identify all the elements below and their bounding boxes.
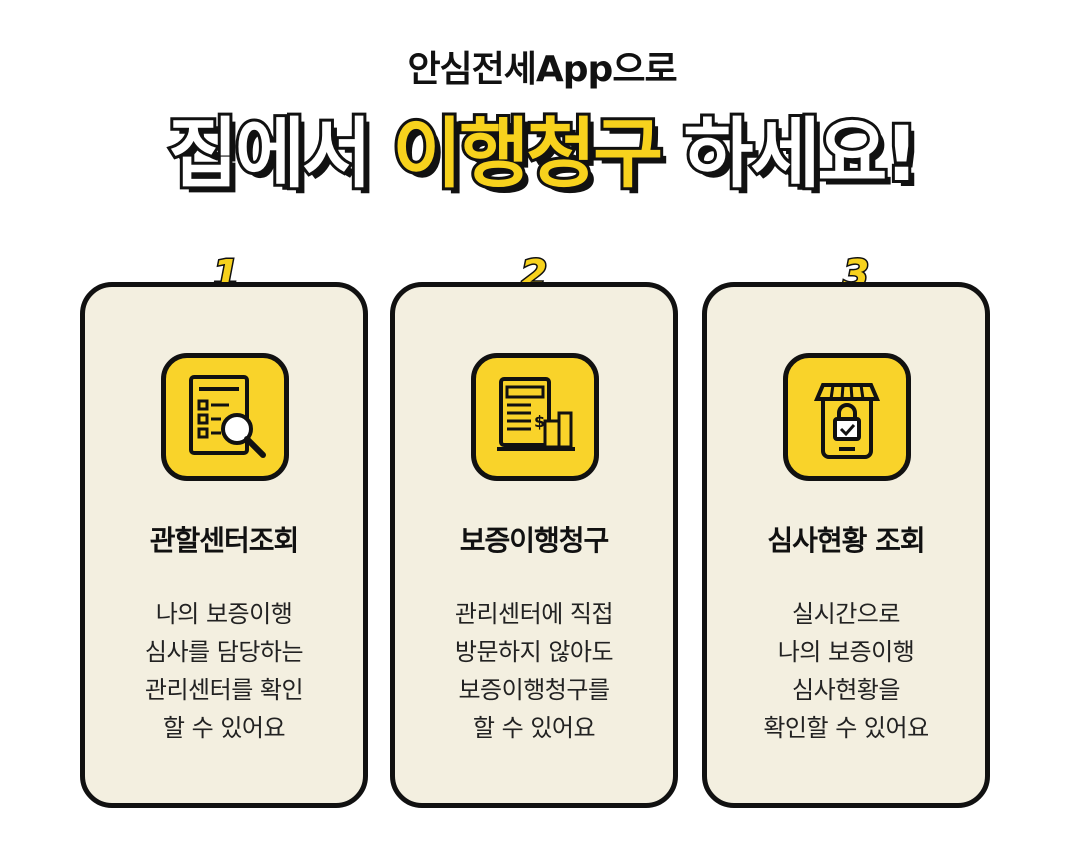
step-title: 관할센터조회: [149, 524, 300, 557]
step-title: 심사현황 조회: [767, 524, 925, 557]
invoice-money-icon: $: [471, 353, 599, 481]
desc-line: 관리센터를 확인: [144, 676, 304, 704]
mobile-shop-lock-icon: [783, 353, 911, 481]
step-title: 보증이행청구: [459, 524, 610, 557]
step-card-3: 심사현황 조회 실시간으로 나의 보증이행 심사현황을 확인할 수 있어요: [702, 282, 990, 808]
desc-line: 나의 보증이행: [155, 600, 293, 628]
desc-line: 확인할 수 있어요: [763, 714, 929, 742]
document-search-icon: [161, 353, 289, 481]
desc-line: 관리센터에 직접: [454, 600, 614, 628]
step-description: 실시간으로 나의 보증이행 심사현황을 확인할 수 있어요: [707, 595, 985, 747]
headline: 집에서 이행청구 하세요!: [0, 92, 1084, 202]
step-card-1: 관할센터조회 나의 보증이행 심사를 담당하는 관리센터를 확인 할 수 있어요: [80, 282, 368, 808]
svg-text:$: $: [534, 412, 545, 431]
step-description: 나의 보증이행 심사를 담당하는 관리센터를 확인 할 수 있어요: [85, 595, 363, 747]
desc-line: 보증이행청구를: [458, 676, 610, 704]
headline-highlight: 이행청구: [389, 106, 666, 201]
headline-part2: 하세요!: [680, 106, 921, 201]
desc-line: 할 수 있어요: [162, 714, 286, 742]
desc-line: 심사현황을: [792, 676, 900, 704]
step-description: 관리센터에 직접 방문하지 않아도 보증이행청구를 할 수 있어요: [395, 595, 673, 747]
desc-line: 나의 보증이행: [777, 638, 915, 666]
step-card-2: $ 보증이행청구 관리센터에 직접 방문하지 않아도 보증이행청구를 할 수 있…: [390, 282, 678, 808]
desc-line: 할 수 있어요: [472, 714, 596, 742]
desc-line: 방문하지 않아도: [454, 638, 614, 666]
desc-line: 심사를 담당하는: [144, 638, 304, 666]
desc-line: 실시간으로: [792, 600, 900, 628]
subtitle: 안심전세App으로: [407, 49, 677, 90]
headline-part1: 집에서: [165, 106, 375, 201]
